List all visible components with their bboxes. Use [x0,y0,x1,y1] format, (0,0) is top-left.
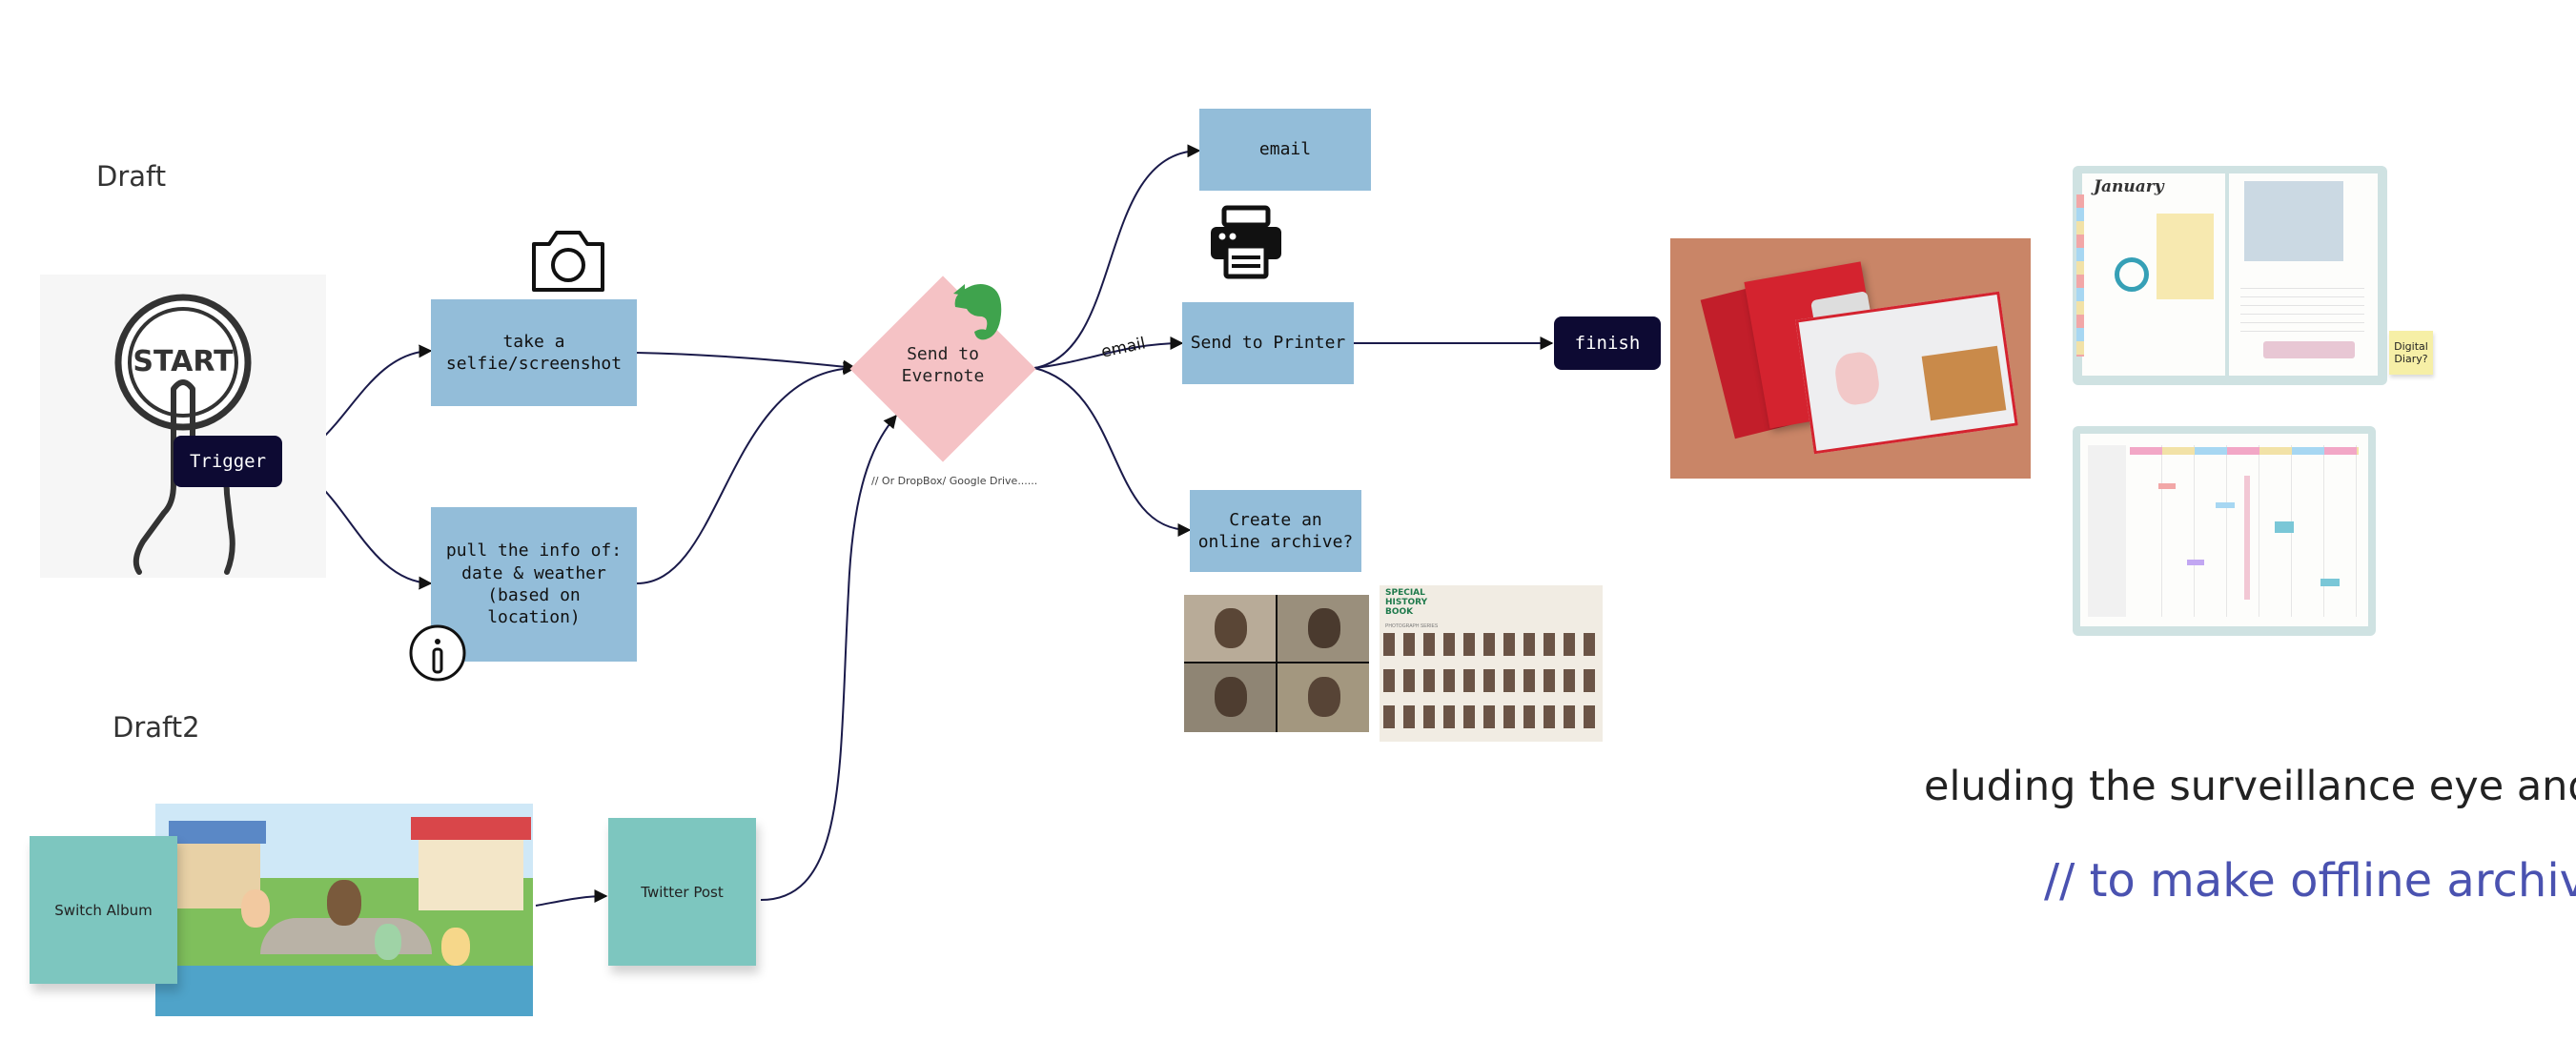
edge-evernote-email [1033,144,1201,369]
printer-node[interactable]: Send to Printer [1182,302,1354,384]
finish-node[interactable]: finish [1554,316,1661,370]
digital-diary-note: Digital Diary? [2389,331,2433,375]
face-grid-image [1184,595,1369,732]
digital-diary-text: Digital Diary? [2394,339,2428,365]
dropbox-note: // Or DropBox/ Google Drive...... [871,475,1038,487]
switch-album-note[interactable]: Switch Album [30,836,177,984]
camera-icon [532,231,604,292]
bottom-comment: // to make offline archive [2044,854,2576,908]
edge-album-twitter [535,889,608,907]
diary-january-image: January [2073,166,2387,385]
trigger-node[interactable]: Trigger [174,436,282,487]
edge-evernote-printer [1033,337,1184,369]
history-book-title: SPECIAL HISTORY BOOK [1385,588,1428,617]
history-book-subtitle: PHOTOGRAPH SERIES [1385,623,1439,629]
selfie-node[interactable]: take a selfie/screenshot [431,299,637,406]
diary-calendar-image [2073,426,2376,636]
printer-icon [1211,205,1281,279]
animal-crossing-image [155,804,533,1016]
evernote-icon [953,284,1002,340]
hand-pointer-icon [114,294,252,575]
info-icon [409,624,466,682]
edge-twitter-evernote [760,414,897,901]
bottom-text: eluding the surveillance eye and w [1924,763,2576,810]
archive-node[interactable]: Create an online archive? [1190,490,1361,572]
twitter-post-note[interactable]: Twitter Post [608,818,756,966]
edge-selfie-evernote [636,352,857,374]
email-node[interactable]: email [1199,109,1371,191]
diary-month: January [2094,177,2164,196]
photo-book-image [1670,238,2031,479]
start-illustration: START [40,275,326,578]
start-text: START [133,345,234,378]
edge-evernote-archive [1033,367,1192,537]
draft2-label: Draft2 [112,711,200,744]
evernote-node-label: Send to Evernote [901,344,985,387]
draft-label: Draft [96,160,167,193]
history-book-image: SPECIAL HISTORY BOOK PHOTOGRAPH SERIES [1380,585,1603,742]
info-node[interactable]: pull the info of: date & weather (based … [431,507,637,662]
edge-info-evernote [636,361,857,584]
